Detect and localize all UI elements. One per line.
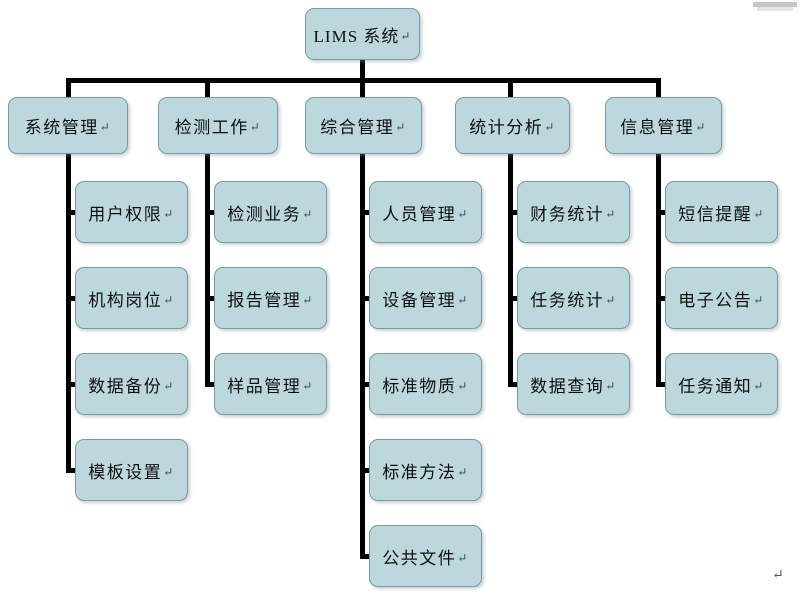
leaf-node-5-2[interactable]: 电子公告↵ bbox=[665, 267, 778, 329]
paragraph-mark-icon: ↵ bbox=[163, 292, 175, 307]
paragraph-mark-icon: ↵ bbox=[605, 206, 617, 221]
connector-stub-1-4 bbox=[65, 467, 79, 473]
connector-stub-3-2 bbox=[359, 295, 373, 301]
paragraph-mark-icon: ↵ bbox=[163, 206, 175, 221]
leaf-node-3-2[interactable]: 设备管理↵ bbox=[369, 267, 482, 329]
leaf-node-3-1[interactable]: 人员管理↵ bbox=[369, 181, 482, 243]
paragraph-mark-icon: ↵ bbox=[457, 292, 469, 307]
node-label: LIMS 系统 bbox=[313, 26, 400, 46]
leaf-node-2-3[interactable]: 样品管理↵ bbox=[214, 353, 327, 415]
scrollbar-artifact-inner bbox=[757, 7, 793, 11]
node-label: 任务通知 bbox=[678, 376, 753, 396]
connector-stub-3-4 bbox=[359, 467, 373, 473]
connector-stub-2-3 bbox=[204, 381, 218, 387]
leaf-node-4-3[interactable]: 数据查询↵ bbox=[517, 353, 630, 415]
connector-stub-5-3 bbox=[655, 381, 669, 387]
branch-node-2[interactable]: 检测工作↵ bbox=[158, 97, 278, 154]
leaf-node-1-4[interactable]: 模板设置↵ bbox=[75, 439, 188, 501]
branch-node-5[interactable]: 信息管理↵ bbox=[605, 97, 722, 154]
connector-stub-1-3 bbox=[65, 381, 79, 387]
node-label: 样品管理 bbox=[227, 376, 302, 396]
connector-stub-5-1 bbox=[655, 209, 669, 215]
leaf-node-2-1[interactable]: 检测业务↵ bbox=[214, 181, 327, 243]
leaf-node-5-3[interactable]: 任务通知↵ bbox=[665, 353, 778, 415]
branch-node-3[interactable]: 综合管理↵ bbox=[305, 97, 422, 154]
node-label: 检测工作 bbox=[174, 118, 249, 137]
connector-stub-5-2 bbox=[655, 295, 669, 301]
connector-stub-2-2 bbox=[204, 295, 218, 301]
branch-node-1[interactable]: 系统管理↵ bbox=[8, 97, 128, 154]
node-label: 综合管理 bbox=[320, 118, 395, 137]
paragraph-mark-icon: ↵ bbox=[302, 378, 314, 393]
connector-stub-4-3 bbox=[507, 381, 521, 387]
paragraph-mark-icon: ↵ bbox=[163, 464, 175, 479]
connector-trunk-2 bbox=[204, 78, 210, 387]
node-label: 财务统计 bbox=[530, 204, 605, 224]
node-label: 短信提醒 bbox=[678, 204, 753, 224]
node-label: 标准物质 bbox=[382, 376, 457, 396]
leaf-node-3-5[interactable]: 公共文件↵ bbox=[369, 525, 482, 587]
connector-stub-1-2 bbox=[65, 295, 79, 301]
node-label: 公共文件 bbox=[382, 548, 457, 568]
connector-stub-4-2 bbox=[507, 295, 521, 301]
paragraph-mark-icon: ↵ bbox=[753, 378, 765, 393]
paragraph-mark-icon: ↵ bbox=[457, 464, 469, 479]
paragraph-mark-icon: ↵ bbox=[400, 28, 412, 43]
node-label: 统计分析 bbox=[469, 118, 544, 137]
paragraph-mark-icon: ↵ bbox=[395, 120, 407, 134]
paragraph-mark-icon: ↵ bbox=[695, 120, 707, 134]
node-label: 模板设置 bbox=[88, 462, 163, 482]
leaf-node-4-1[interactable]: 财务统计↵ bbox=[517, 181, 630, 243]
connector-stub-3-5 bbox=[359, 553, 373, 559]
paragraph-mark-icon: ↵ bbox=[544, 120, 556, 134]
connector-root-stem bbox=[360, 56, 365, 83]
node-label: 人员管理 bbox=[382, 204, 457, 224]
connector-trunk-1 bbox=[65, 78, 71, 473]
node-label: 信息管理 bbox=[620, 118, 695, 137]
connector-stub-3-3 bbox=[359, 381, 373, 387]
node-label: 任务统计 bbox=[530, 290, 605, 310]
leaf-node-4-2[interactable]: 任务统计↵ bbox=[517, 267, 630, 329]
paragraph-mark-icon: ↵ bbox=[753, 292, 765, 307]
scrollbar-artifact bbox=[753, 2, 797, 7]
leaf-node-1-3[interactable]: 数据备份↵ bbox=[75, 353, 188, 415]
node-label: 数据查询 bbox=[530, 376, 605, 396]
root-node[interactable]: LIMS 系统↵ bbox=[305, 8, 420, 60]
connector-trunk-3 bbox=[359, 78, 365, 559]
node-label: 电子公告 bbox=[678, 290, 753, 310]
leaf-node-5-1[interactable]: 短信提醒↵ bbox=[665, 181, 778, 243]
paragraph-mark-icon: ↵ bbox=[457, 550, 469, 565]
node-label: 报告管理 bbox=[227, 290, 302, 310]
node-label: 机构岗位 bbox=[88, 290, 163, 310]
node-label: 检测业务 bbox=[227, 204, 302, 224]
branch-node-4[interactable]: 统计分析↵ bbox=[455, 97, 570, 154]
node-label: 系统管理 bbox=[24, 118, 99, 137]
paragraph-mark-icon: ↵ bbox=[605, 378, 617, 393]
leaf-node-2-2[interactable]: 报告管理↵ bbox=[214, 267, 327, 329]
paragraph-mark-icon: ↵ bbox=[605, 292, 617, 307]
paragraph-mark-icon: ↵ bbox=[753, 206, 765, 221]
connector-stub-1-1 bbox=[65, 209, 79, 215]
paragraph-mark-icon: ↵ bbox=[249, 120, 262, 134]
node-label: 标准方法 bbox=[382, 462, 457, 482]
connector-stub-4-1 bbox=[507, 209, 521, 215]
node-label: 设备管理 bbox=[382, 290, 457, 310]
node-label: 用户权限 bbox=[88, 204, 163, 224]
connector-trunk-5 bbox=[655, 78, 661, 387]
paragraph-mark-icon: ↵ bbox=[457, 378, 469, 393]
paragraph-mark-icon: ↵ bbox=[302, 206, 314, 221]
connector-trunk-4 bbox=[507, 78, 513, 387]
paragraph-mark-icon: ↵ bbox=[163, 378, 175, 393]
leaf-node-1-2[interactable]: 机构岗位↵ bbox=[75, 267, 188, 329]
paragraph-mark-icon: ↵ bbox=[457, 206, 469, 221]
paragraph-mark-icon: ↵ bbox=[302, 292, 314, 307]
trailing-paragraph-mark-icon: ↵ bbox=[772, 568, 784, 583]
leaf-node-3-3[interactable]: 标准物质↵ bbox=[369, 353, 482, 415]
leaf-node-3-4[interactable]: 标准方法↵ bbox=[369, 439, 482, 501]
node-label: 数据备份 bbox=[88, 376, 163, 396]
paragraph-mark-icon: ↵ bbox=[99, 120, 112, 134]
connector-stub-3-1 bbox=[359, 209, 373, 215]
connector-stub-2-1 bbox=[204, 209, 218, 215]
leaf-node-1-1[interactable]: 用户权限↵ bbox=[75, 181, 188, 243]
